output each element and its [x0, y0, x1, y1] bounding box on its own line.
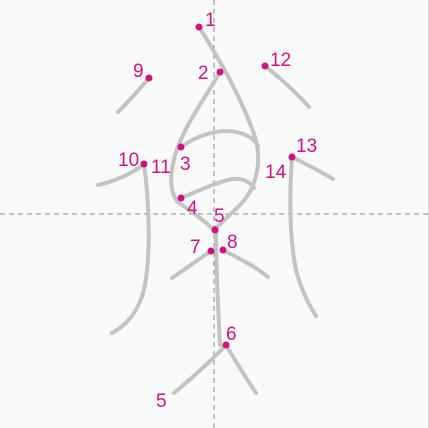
- stroke-number-7: 7: [190, 237, 201, 258]
- stroke-number-13: 13: [296, 136, 317, 157]
- stroke-number-4: 4: [187, 198, 198, 219]
- stroke-number-11: 11: [151, 157, 171, 178]
- stroke-7: [170, 249, 213, 280]
- stroke-start-markers: [140, 23, 296, 349]
- stroke-1: [197, 25, 261, 232]
- stroke-number-12: 12: [270, 50, 291, 71]
- marker-10-11: [140, 160, 148, 168]
- stroke-8: [221, 248, 270, 279]
- stroke-number-6: 6: [226, 324, 237, 345]
- stroke-number-5-bottom: 5: [156, 391, 167, 412]
- marker-2: [216, 68, 224, 76]
- stroke-5-left-fall: [172, 343, 228, 395]
- stroke-6: [224, 343, 258, 395]
- stroke-number-14: 14: [265, 162, 287, 183]
- stroke-number-3: 3: [180, 154, 191, 175]
- marker-13-14: [288, 153, 296, 161]
- marker-3: [177, 143, 185, 151]
- stroke-number-5-top: 5: [214, 206, 225, 227]
- marker-6: [222, 341, 230, 349]
- stroke-11: [110, 162, 151, 335]
- marker-9: [145, 74, 153, 82]
- stroke-4: [179, 176, 256, 200]
- marker-7: [207, 247, 215, 255]
- stroke-number-9: 9: [133, 61, 144, 82]
- stroke-5-vertical: [214, 228, 222, 347]
- marker-5-top: [211, 226, 219, 234]
- stroke-12: [263, 64, 311, 109]
- stroke-14: [288, 155, 318, 318]
- character-strokes: [96, 25, 335, 395]
- stroke-number-1: 1: [205, 10, 216, 31]
- stroke-9: [116, 76, 151, 114]
- marker-8: [219, 246, 227, 254]
- stroke-13: [290, 155, 335, 181]
- stroke-number-2: 2: [198, 63, 209, 84]
- stroke-order-numbers: 1 2 3 4 5 5 6 7 8 9 10 11 12 13 14: [118, 10, 317, 412]
- marker-12: [261, 62, 269, 70]
- stroke-10: [96, 162, 146, 187]
- stroke-number-8: 8: [227, 232, 238, 253]
- marker-1: [195, 23, 203, 31]
- marker-4: [177, 194, 185, 202]
- stroke-number-10: 10: [118, 150, 139, 171]
- stroke-3: [179, 129, 260, 149]
- stroke-2: [169, 70, 222, 232]
